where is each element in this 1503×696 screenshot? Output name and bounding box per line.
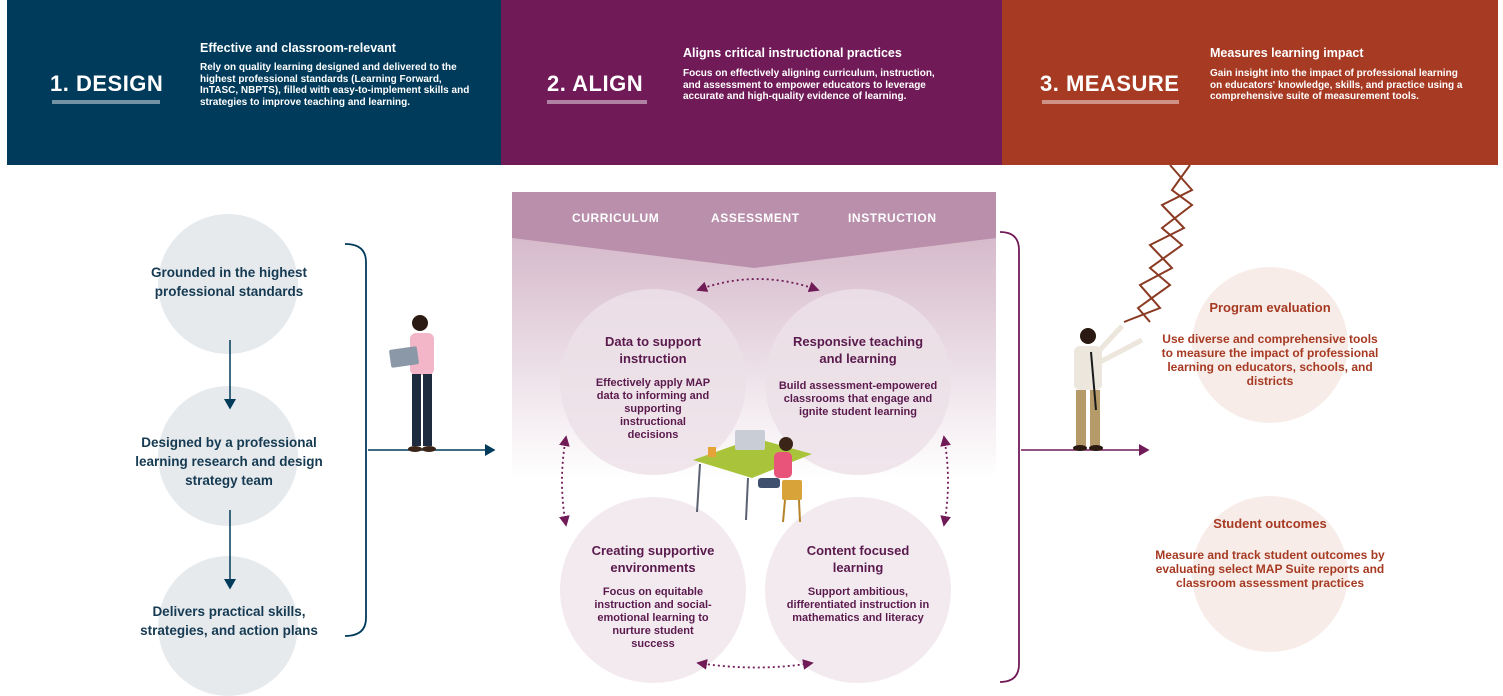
measure-number: 3. MEASURE — [1040, 71, 1180, 96]
design-step-3-label: Delivers practical skills, strategies, a… — [140, 604, 318, 638]
align-circle-responsive-title: Responsive teaching and learning — [792, 334, 924, 366]
design-underline — [52, 100, 160, 104]
measure-circle-program — [1192, 267, 1348, 423]
design-number: 1. DESIGN — [50, 71, 164, 96]
measure-underline — [1042, 100, 1179, 104]
align-circle-content-body: Support ambitious, differentiated instru… — [786, 586, 930, 624]
align-body: Focus on effectively aligning curriculum… — [683, 68, 935, 102]
align-circle-supportive — [560, 497, 746, 683]
cycle-arrow-top — [696, 278, 820, 293]
align-circle-supportive-body: Focus on equitable instruction and socia… — [594, 586, 712, 650]
align-circle-data-title: Data to support instruction — [604, 334, 702, 366]
tab-assessment: ASSESSMENT — [711, 211, 800, 225]
align-circle-content-title: Content focused learning — [806, 543, 910, 575]
measure-body: Gain insight into the impact of professi… — [1210, 68, 1463, 102]
align-title: Aligns critical instructional practices — [683, 46, 902, 60]
design-step-circle-1 — [158, 214, 298, 354]
student-desk-illustration — [693, 430, 812, 523]
measure-program-body: Use diverse and comprehensive tools to m… — [1161, 332, 1379, 388]
design-body: Rely on quality learning designed and de… — [200, 62, 470, 108]
align-circle-responsive-body: Build assessment-empowered classrooms th… — [778, 380, 938, 418]
align-panel: 2. ALIGN Aligns critical instructional p… — [501, 0, 1002, 165]
cycle-arrow-bottom — [696, 659, 814, 670]
align-circle-data-body: Effectively apply MAP data to informing … — [595, 377, 711, 441]
align-circle-supportive-title: Creating supportive environments — [591, 543, 715, 575]
cycle-arrow-right — [940, 435, 951, 527]
design-panel: 1. DESIGN Effective and classroom-releva… — [7, 0, 501, 165]
measure-panel: 3. MEASURE Measures learning impact Gain… — [1002, 0, 1498, 165]
tab-curriculum: CURRICULUM — [572, 211, 660, 225]
align-underline — [547, 100, 647, 104]
measuring-man-illustration — [1073, 164, 1194, 451]
measure-students-body: Measure and track student outcomes by ev… — [1155, 548, 1385, 590]
measure-program-title: Program evaluation — [1209, 300, 1331, 315]
align-bracket — [999, 231, 1020, 683]
tab-instruction: INSTRUCTION — [848, 211, 937, 225]
cycle-arrow-left — [559, 435, 570, 527]
measure-title: Measures learning impact — [1210, 46, 1364, 60]
measure-circle-students — [1192, 496, 1348, 652]
align-circle-data — [560, 289, 746, 475]
align-circle-responsive — [765, 289, 951, 475]
design-title: Effective and classroom-relevant — [200, 41, 396, 55]
align-number: 2. ALIGN — [547, 71, 644, 96]
measure-students-title: Student outcomes — [1213, 516, 1327, 531]
align-circle-content — [765, 497, 951, 683]
design-step-1-label: Grounded in the highest professional sta… — [151, 265, 307, 299]
design-bracket — [344, 243, 367, 637]
design-step-2-label: Designed by a professional learning rese… — [135, 435, 323, 488]
teacher-laptop-illustration — [389, 315, 436, 452]
